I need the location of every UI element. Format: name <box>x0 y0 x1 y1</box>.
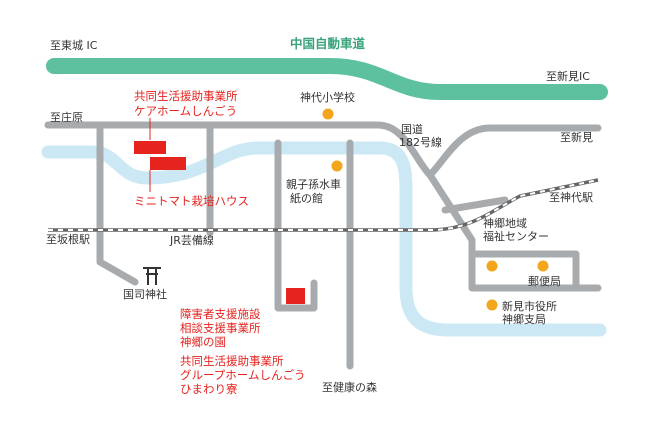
direction-label-kojiro-station: 至神代駅 <box>549 191 593 204</box>
group-home-label-1: 共同生活援助事業所 <box>180 354 284 368</box>
care-home-label-1: 共同生活援助事業所 <box>134 89 238 103</box>
roads <box>44 121 602 370</box>
direction-label-niimi: 至新見 <box>560 131 593 144</box>
road-west <box>96 121 139 286</box>
expressway-label: 中国自動車道 <box>290 36 366 51</box>
city-office-marker <box>486 299 498 311</box>
school-marker <box>322 108 334 120</box>
support-facility-label-3: 神郷の園 <box>180 335 226 349</box>
kodanemizu-label-2: 紙の館 <box>290 192 323 205</box>
road-south <box>274 139 318 312</box>
direction-label-niimi-ic: 至新見IC <box>546 70 590 83</box>
railway-label: JR芸備線 <box>170 234 214 247</box>
post-office-label: 郵便局 <box>528 275 561 288</box>
school-label: 神代小学校 <box>300 91 355 104</box>
kodanemizu-marker <box>331 160 343 172</box>
tomato-house-marker <box>150 157 186 170</box>
direction-label-sakane-station: 至坂根駅 <box>46 233 90 246</box>
group-home-label-2: グループホームしんごう <box>180 368 306 382</box>
group-home-label-3: ひまわり寮 <box>180 382 238 396</box>
national-route-label-1: 国道 <box>401 123 423 136</box>
tomato-house-label: ミニトマト栽培ハウス <box>134 194 249 208</box>
welfare-center-marker <box>486 260 498 272</box>
road-kojiro <box>441 196 509 214</box>
shrine-label: 国司神社 <box>123 288 167 301</box>
support-facility-label-2: 相談支援事業所 <box>180 321 261 335</box>
support-facility-label-1: 障害者支援施設 <box>180 307 261 321</box>
railway-dashes <box>48 179 599 231</box>
support-facility-marker <box>286 288 305 304</box>
care-home-marker <box>134 141 166 154</box>
direction-label-kenko-no-mori: 至健康の森 <box>322 381 377 394</box>
river <box>41 141 607 337</box>
national-route-label-2: 182号線 <box>399 136 442 149</box>
post-office-marker <box>537 260 549 272</box>
care-home-label-2: ケアホームしんごう <box>134 104 238 118</box>
city-office-label-1: 新見市役所 <box>502 300 557 313</box>
direction-label-higashi-ic: 至東城 IC <box>50 39 98 52</box>
welfare-center-label-1: 神郷地域 <box>483 217 527 230</box>
shrine-icon <box>143 267 161 285</box>
expressway <box>46 58 608 100</box>
city-office-label-2: 神郷支局 <box>502 313 546 326</box>
direction-label-shobara: 至庄原 <box>50 111 83 124</box>
welfare-center-label-2: 福祉センター <box>483 230 549 243</box>
kodanemizu-label-1: 親子孫水車 <box>286 178 341 191</box>
road-welfare <box>468 250 580 292</box>
